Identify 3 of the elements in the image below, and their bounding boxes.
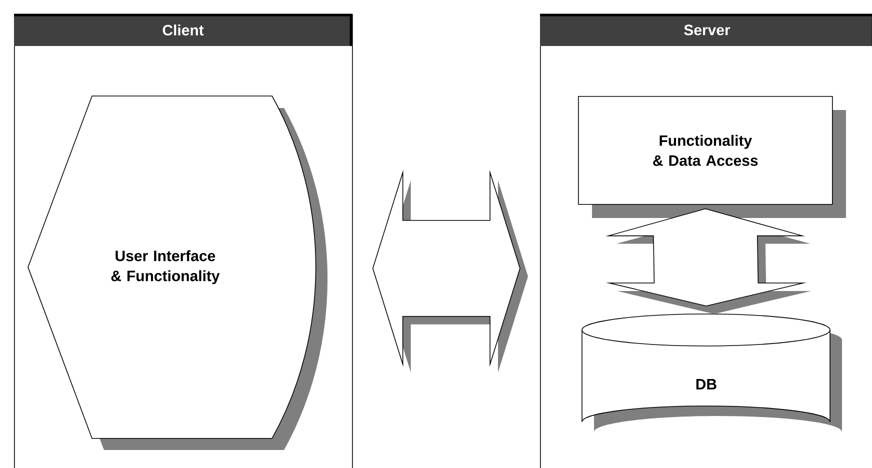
process-box: Functionality & Data Access — [578, 96, 846, 218]
block-arrow — [372, 170, 528, 372]
database-cylinder: DB — [582, 314, 842, 432]
